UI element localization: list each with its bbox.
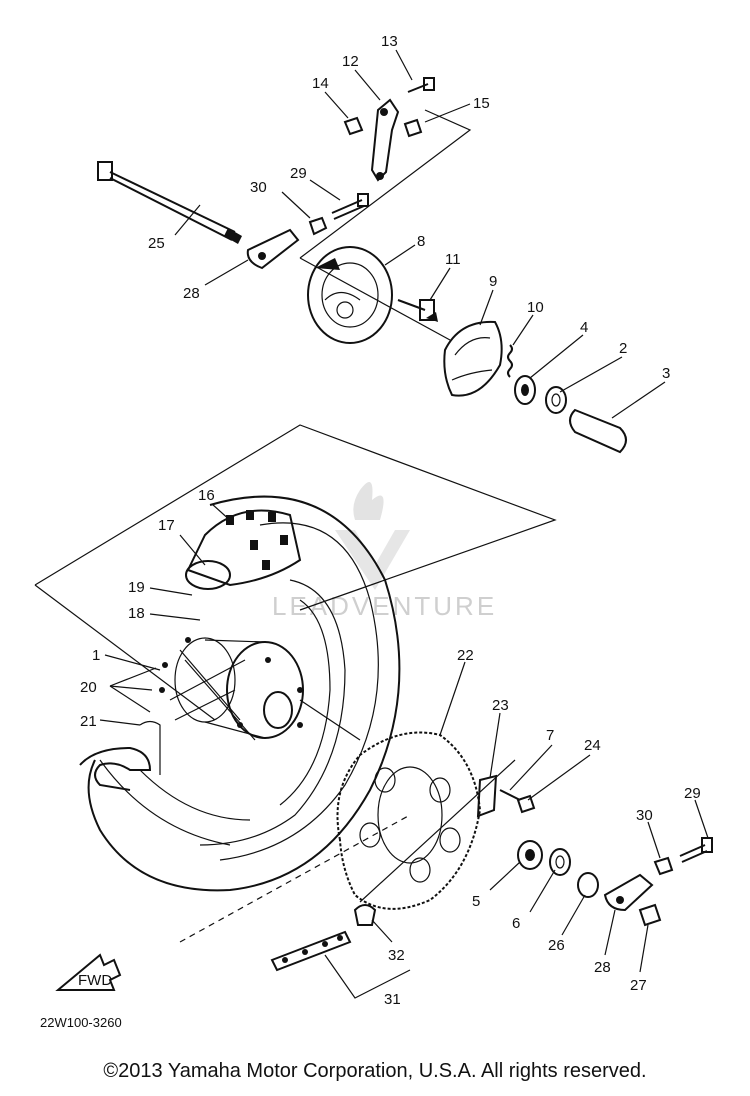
part-label-18: 18 [128,605,145,622]
brake-shoe [443,320,503,397]
part-label-1: 1 [92,647,100,664]
fwd-arrow-icon: FWD [55,953,122,991]
brake-hub [185,509,302,590]
part-label-23: 23 [492,697,509,714]
part-label-7: 7 [546,727,554,744]
part-label-30-upper: 30 [250,179,267,196]
part-label-11: 11 [445,251,461,268]
part-label-4: 4 [580,319,588,336]
rim-band [79,720,161,791]
part-label-22: 22 [457,647,474,664]
part-label-31: 31 [384,991,401,1008]
hub-bearing-set [514,375,627,454]
brake-shoe-plate [307,246,393,344]
part-label-6: 6 [512,915,520,932]
part-label-5: 5 [472,893,480,910]
part-label-19: 19 [128,579,145,596]
guide-lines [34,109,557,943]
spoke-hub [159,637,304,741]
sprocket-fasteners [476,774,536,818]
part-label-21: 21 [80,713,97,730]
part-label-16: 16 [198,487,215,504]
drawing-code: 22W100-3260 [40,1015,122,1030]
part-label-3: 3 [662,365,670,382]
fwd-label: FWD [78,972,112,989]
part-label-25: 25 [148,235,165,252]
drive-side-bearings [517,840,599,898]
watermark-text: LEADVENTURE [272,591,497,621]
camshaft [397,299,438,322]
copyright-notice: ©2013 Yamaha Motor Corporation, U.S.A. A… [103,1060,647,1082]
part-label-32: 32 [388,947,405,964]
part-number-labels: 13 12 14 15 30 29 25 28 8 11 9 10 4 2 3 … [80,33,701,1008]
tension-bar [343,77,435,182]
chain-puller-lower [603,837,713,927]
part-label-29-upper: 29 [290,165,307,182]
leader-lines [99,49,709,999]
part-label-24: 24 [584,737,601,754]
adjust-bolt-upper [308,193,369,236]
rear-sprocket [336,731,482,910]
drive-chain [270,904,377,972]
part-label-2: 2 [619,340,627,357]
part-label-13: 13 [381,33,398,50]
rear-wheel [87,495,401,892]
part-label-15: 15 [473,95,490,112]
return-spring [507,344,513,378]
part-label-28-upper: 28 [183,285,200,302]
part-label-12: 12 [342,53,359,70]
watermark: LEADVENTURE [272,482,497,621]
part-label-14: 14 [312,75,329,92]
part-label-8: 8 [417,233,425,250]
rear-axle [97,161,242,244]
part-label-28-lower: 28 [594,959,611,976]
part-label-30-lower: 30 [636,807,653,824]
chain-puller-upper [246,228,300,270]
part-label-20: 20 [80,679,97,696]
part-label-26: 26 [548,937,565,954]
part-label-9: 9 [489,273,497,290]
part-label-10: 10 [527,299,544,316]
part-label-29-lower: 29 [684,785,701,802]
part-label-27: 27 [630,977,647,994]
part-label-17: 17 [158,517,175,534]
